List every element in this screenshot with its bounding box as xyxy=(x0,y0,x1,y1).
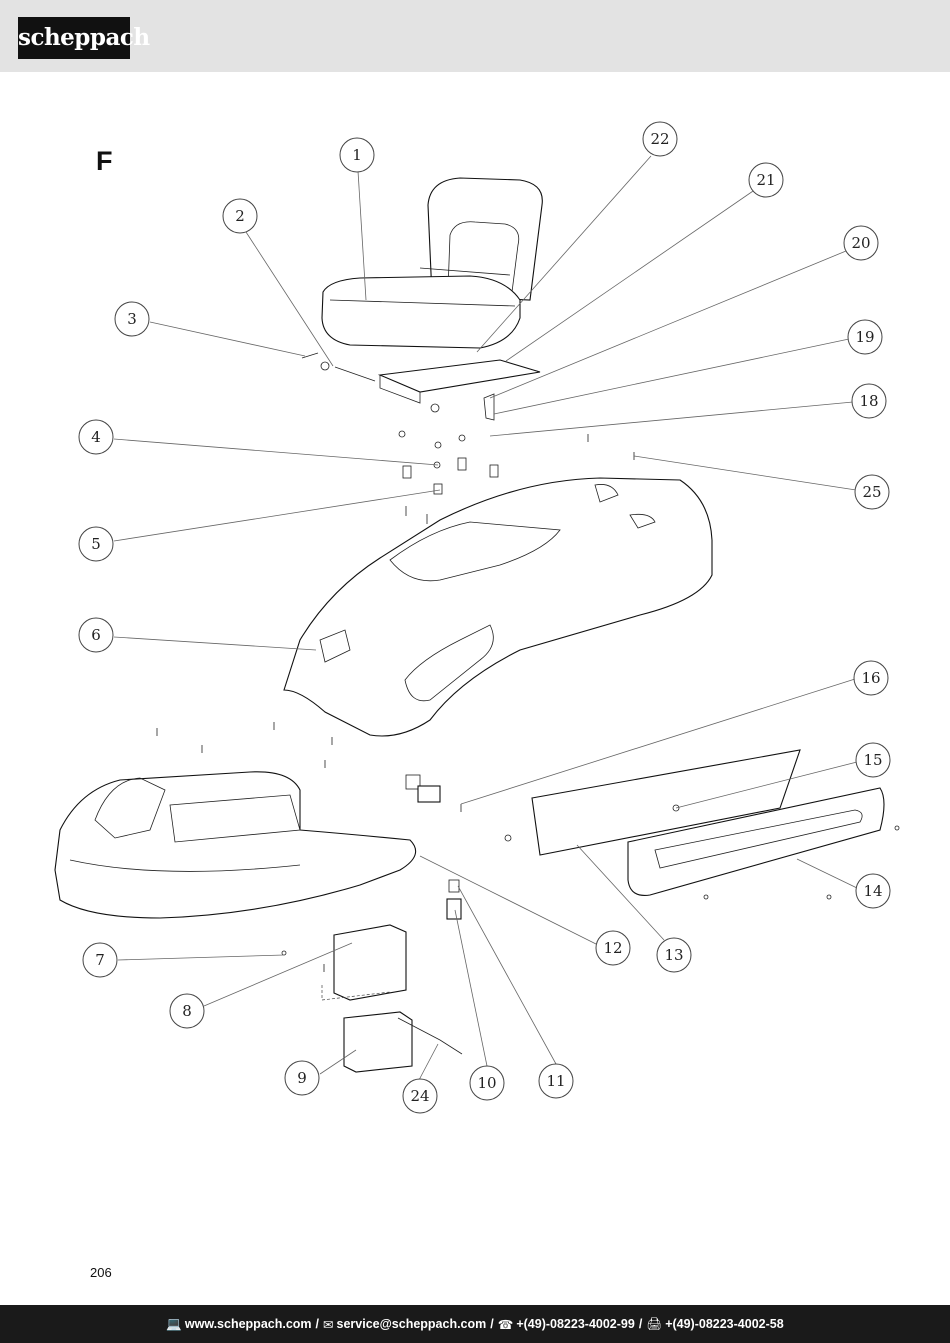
ignition-switch xyxy=(405,774,462,812)
callout-15: 15 xyxy=(855,742,891,778)
mail-icon: ✉ xyxy=(323,1317,334,1332)
battery-box-and-battery xyxy=(281,924,463,1073)
contact-line: 💻 www.scheppach.com / ✉ service@scheppac… xyxy=(0,1305,950,1343)
callout-2: 2 xyxy=(222,198,258,234)
svg-text:7: 7 xyxy=(95,951,105,969)
svg-text:8: 8 xyxy=(182,1002,192,1020)
relay-and-fuse xyxy=(446,879,462,920)
page-footer: 💻 www.scheppach.com / ✉ service@scheppac… xyxy=(0,1305,950,1343)
callout-3: 3 xyxy=(114,301,150,337)
page-header: scheppach xyxy=(0,0,950,72)
callout-19: 19 xyxy=(847,319,883,355)
callout-13: 13 xyxy=(656,937,692,973)
callout-22: 22 xyxy=(642,121,678,157)
callout-12: 12 xyxy=(595,930,631,966)
callout-14: 14 xyxy=(855,873,891,909)
svg-text:11: 11 xyxy=(546,1072,565,1090)
callout-25: 25 xyxy=(854,474,890,510)
svg-text:25: 25 xyxy=(862,483,881,501)
separator: / xyxy=(638,1317,643,1331)
svg-text:5: 5 xyxy=(91,535,101,553)
scheppach-logo: scheppach xyxy=(18,17,150,59)
callout-16: 16 xyxy=(853,660,889,696)
svg-text:21: 21 xyxy=(756,171,775,189)
svg-text:22: 22 xyxy=(650,130,669,148)
fax-icon: 🖨 xyxy=(646,1316,663,1331)
mounting-screws xyxy=(398,430,635,524)
callout-9: 9 xyxy=(284,1060,320,1096)
separator: / xyxy=(315,1317,320,1331)
separator: / xyxy=(490,1317,494,1331)
callout-11: 11 xyxy=(538,1063,574,1099)
svg-text:24: 24 xyxy=(410,1087,429,1105)
fax-number: +(49)-08223-4002-58 xyxy=(665,1317,784,1331)
svg-text:12: 12 xyxy=(603,939,622,957)
svg-text:16: 16 xyxy=(861,669,880,687)
phone-number: +(49)-08223-4002-99 xyxy=(516,1317,635,1331)
email-link[interactable]: service@scheppach.com xyxy=(336,1317,487,1331)
svg-text:15: 15 xyxy=(863,751,882,769)
svg-text:2: 2 xyxy=(235,207,245,225)
seat xyxy=(321,177,543,349)
website-link[interactable]: www.scheppach.com xyxy=(184,1317,312,1331)
svg-text:13: 13 xyxy=(664,946,683,964)
callout-21: 21 xyxy=(748,162,784,198)
svg-text:10: 10 xyxy=(477,1074,496,1092)
callout-8: 8 xyxy=(169,993,205,1029)
svg-text:1: 1 xyxy=(352,146,362,164)
svg-text:20: 20 xyxy=(851,234,870,252)
side-panels xyxy=(504,749,900,900)
svg-text:14: 14 xyxy=(863,882,882,900)
callout-5: 5 xyxy=(78,526,114,562)
callout-6: 6 xyxy=(78,617,114,653)
callout-7: 7 xyxy=(82,942,118,978)
frame-chassis xyxy=(54,722,417,919)
svg-text:3: 3 xyxy=(127,310,137,328)
callout-10: 10 xyxy=(469,1065,505,1101)
callout-18: 18 xyxy=(851,383,887,419)
svg-text:18: 18 xyxy=(859,392,878,410)
svg-text:6: 6 xyxy=(91,626,101,644)
body-cover xyxy=(283,477,713,737)
phone-icon: ☎ xyxy=(497,1317,514,1332)
svg-text:4: 4 xyxy=(91,428,101,446)
svg-text:9: 9 xyxy=(297,1069,307,1087)
callout-1: 1 xyxy=(339,137,375,173)
callout-20: 20 xyxy=(843,225,879,261)
seat-plate xyxy=(301,352,541,421)
leader-lines xyxy=(113,155,858,1081)
svg-text:19: 19 xyxy=(855,328,874,346)
figure-letter: F xyxy=(96,146,113,176)
computer-icon: 💻 xyxy=(166,1316,182,1331)
callout-24: 24 xyxy=(402,1078,438,1114)
page-number: 206 xyxy=(90,1265,112,1280)
callout-4: 4 xyxy=(78,419,114,455)
